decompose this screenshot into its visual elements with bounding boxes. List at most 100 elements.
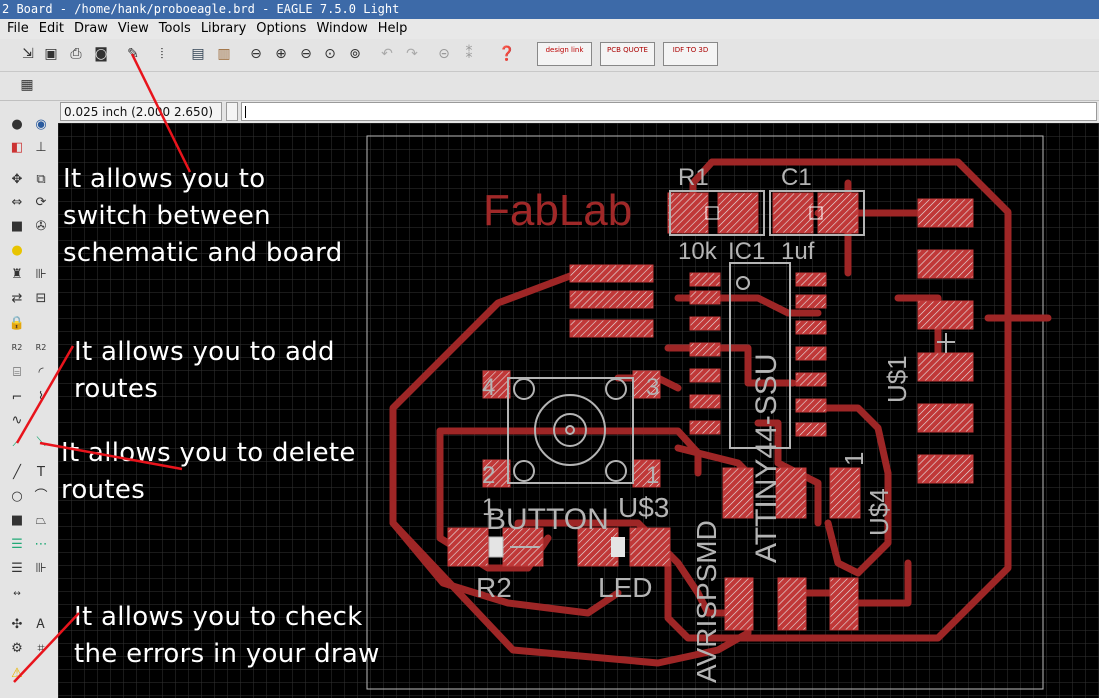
copy-icon[interactable]: ⧉ — [36, 172, 46, 187]
layer-settings-icon[interactable]: ⦙ — [160, 46, 164, 62]
menu-help[interactable]: Help — [377, 21, 408, 36]
hole-icon[interactable]: ☰ — [11, 561, 23, 576]
arc-icon[interactable]: ⌒ — [34, 489, 48, 504]
split-icon[interactable]: ⌐ — [11, 390, 23, 405]
window-title: 2 Board - /home/hank/proboeagle.brd - EA… — [0, 0, 1099, 19]
grid-icon[interactable]: ▦ — [20, 77, 34, 93]
display-icon[interactable]: ◧ — [10, 140, 24, 155]
annotation-switch: It allows you to switch between schemati… — [63, 164, 343, 268]
redo-icon[interactable]: ↷ — [406, 46, 418, 62]
silkscreen — [507, 190, 955, 548]
r1-value: 10k — [678, 238, 718, 265]
scr-icon[interactable]: ▤ — [191, 46, 205, 62]
ulp-icon[interactable]: ▥ — [217, 46, 231, 62]
go-icon[interactable]: ⁑ — [465, 46, 473, 62]
switch-schematic-board-icon[interactable]: ✎ — [127, 46, 139, 62]
idf-to-3d-button[interactable]: IDF TO 3D — [663, 42, 718, 66]
button-pin-4: 4 — [482, 374, 495, 401]
pcb-quote-button[interactable]: PCB QUOTE — [600, 42, 655, 66]
board-drawing: FabLab R1 C1 10k 1uf IC1 ATTINY44-SSU U$… — [58, 123, 1099, 698]
open-icon[interactable]: ⇲ — [22, 46, 34, 62]
dimension-icon[interactable]: ↔ — [13, 589, 21, 599]
designlink-label: design link — [545, 46, 584, 54]
menu-file[interactable]: File — [7, 21, 29, 36]
paste-icon[interactable]: ● — [11, 243, 23, 258]
erc-icon[interactable]: ⚙ — [11, 641, 23, 656]
optimize-icon[interactable]: ⌇ — [37, 390, 45, 405]
circle-icon[interactable]: ○ — [11, 489, 23, 504]
redraw-icon[interactable]: ⊚ — [349, 46, 361, 62]
zoom-out-icon[interactable]: ⊖ — [300, 46, 312, 62]
add-icon[interactable]: ⊪ — [35, 267, 47, 282]
value-icon[interactable]: R2 — [35, 343, 47, 352]
menu-options[interactable]: Options — [256, 21, 307, 36]
meander-icon[interactable]: ∿ — [11, 413, 23, 428]
ripup-icon[interactable]: ⟍ — [36, 435, 46, 450]
text-icon[interactable]: T — [37, 465, 45, 480]
smash-icon[interactable]: ⌸ — [13, 365, 21, 380]
menu-library[interactable]: Library — [200, 21, 247, 36]
board-canvas[interactable]: FabLab R1 C1 10k 1uf IC1 ATTINY44-SSU U$… — [58, 123, 1099, 698]
polygon-icon[interactable]: ⏢ — [35, 513, 47, 528]
resistor-body — [488, 536, 504, 558]
drc-icon[interactable]: ⚠ — [11, 666, 23, 681]
menu-tools[interactable]: Tools — [158, 21, 191, 36]
print-icon[interactable]: ⎙ — [70, 46, 82, 62]
show-icon[interactable]: ◉ — [35, 117, 47, 132]
menu-view[interactable]: View — [117, 21, 149, 36]
annotation-add-routes: It allows you to add routes — [74, 337, 335, 404]
replace-icon[interactable]: ⊟ — [35, 291, 47, 306]
us4-label: U$4 — [864, 488, 894, 536]
autorouter-icon[interactable]: Ꭺ — [36, 617, 46, 632]
main-toolbar: ⇲ ▣ ⎙ ◙ ✎ ⦙ ▤ ▥ ⊖ ⊕ ⊖ ⊙ ⊚ ↶ ↷ ⊝ ⁑ ❓ desi… — [0, 39, 1099, 72]
c1-name: C1 — [781, 164, 812, 191]
menu-edit[interactable]: Edit — [38, 21, 64, 36]
rect-icon[interactable]: ■ — [10, 513, 24, 528]
ratsnest-icon[interactable]: ✣ — [11, 617, 23, 632]
pinswap-icon[interactable]: ⇄ — [11, 291, 23, 306]
command-history-button[interactable] — [226, 102, 238, 121]
name-icon[interactable]: R2 — [11, 343, 23, 352]
save-icon[interactable]: ▣ — [44, 46, 58, 62]
coordinate-display: 0.025 inch (2.000 2.650) — [60, 102, 222, 121]
wire-icon[interactable]: ╱ — [13, 465, 21, 480]
move-icon[interactable]: ✥ — [11, 172, 23, 187]
menu-draw[interactable]: Draw — [73, 21, 108, 36]
us1-label: U$1 — [882, 355, 912, 403]
designlink-button[interactable]: design link — [537, 42, 592, 66]
command-line-input[interactable] — [241, 102, 1097, 121]
attribute-icon[interactable]: ⊪ — [35, 561, 47, 576]
r1-name: R1 — [678, 164, 709, 191]
mark-icon[interactable]: ⊥ — [35, 140, 47, 155]
change-icon[interactable]: ✇ — [35, 219, 47, 234]
signal-icon[interactable]: ⋯ — [34, 537, 48, 552]
info-icon[interactable]: ● — [11, 117, 23, 132]
route-icon[interactable]: ⟋ — [12, 435, 22, 450]
led-label: LED — [598, 572, 652, 603]
ic1-name: IC1 — [728, 238, 765, 265]
delete-icon[interactable]: ♜ — [11, 267, 23, 282]
annotation-delete-routes: It allows you to delete routes — [61, 438, 356, 505]
c1-value: 1uf — [781, 238, 815, 265]
button-pin-1b: 1 — [482, 494, 495, 521]
menu-window[interactable]: Window — [316, 21, 368, 36]
r2-label: R2 — [476, 572, 512, 603]
undo-icon[interactable]: ↶ — [381, 46, 393, 62]
miter-icon[interactable]: ◜ — [38, 365, 44, 380]
cam-icon[interactable]: ◙ — [94, 46, 108, 62]
zoom-fit-icon[interactable]: ⊖ — [250, 46, 262, 62]
pcb-quote-label: PCB QUOTE — [607, 46, 648, 54]
zoom-in-icon[interactable]: ⊕ — [275, 46, 287, 62]
rotate-icon[interactable]: ⟳ — [35, 195, 47, 210]
board-outline — [366, 135, 1044, 690]
zoom-select-icon[interactable]: ⊙ — [324, 46, 336, 62]
mirror-icon[interactable]: ⇔ — [11, 195, 23, 210]
menu-bar: File Edit Draw View Tools Library Options Windo… — [0, 19, 1099, 39]
via-icon[interactable]: ☰ — [11, 537, 23, 552]
lock-icon[interactable]: 🔒 — [8, 316, 26, 331]
group-icon[interactable]: ■ — [10, 219, 24, 234]
button-pin-1: 1 — [646, 462, 659, 489]
errors-icon[interactable]: ⌗ — [37, 641, 45, 656]
help-icon[interactable]: ❓ — [498, 46, 516, 62]
stop-icon[interactable]: ⊝ — [438, 46, 450, 62]
